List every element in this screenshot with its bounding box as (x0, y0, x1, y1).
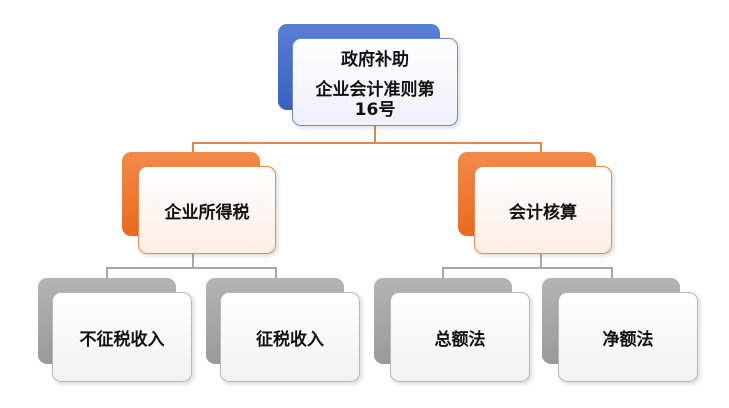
connector (106, 267, 277, 269)
connector (442, 267, 613, 269)
connector (442, 267, 444, 279)
connector (374, 124, 376, 143)
node-label: 净额法 (602, 329, 654, 350)
connector (192, 142, 542, 144)
root-subtitle: 企业会计准则第16号 (315, 79, 435, 120)
node-label: 总额法 (434, 329, 486, 350)
node-taxable-income: 征税收入 (220, 292, 360, 382)
node-non-taxable-income: 不征税收入 (52, 292, 192, 382)
node-gross-method: 总额法 (390, 292, 530, 382)
connector (540, 252, 542, 268)
connector (611, 267, 613, 279)
node-label: 企业所得税 (164, 202, 250, 223)
node-label: 征税收入 (256, 329, 324, 350)
node-net-method: 净额法 (558, 292, 698, 382)
root-title: 政府补助 (341, 49, 409, 70)
connector (192, 252, 194, 268)
connector (106, 267, 108, 279)
root-node: 政府补助 企业会计准则第16号 (292, 38, 458, 126)
node-label: 会计核算 (509, 202, 577, 223)
connector (275, 267, 277, 279)
node-label: 不征税收入 (79, 329, 165, 350)
node-enterprise-income-tax: 企业所得税 (138, 166, 276, 254)
node-accounting: 会计核算 (474, 166, 612, 254)
